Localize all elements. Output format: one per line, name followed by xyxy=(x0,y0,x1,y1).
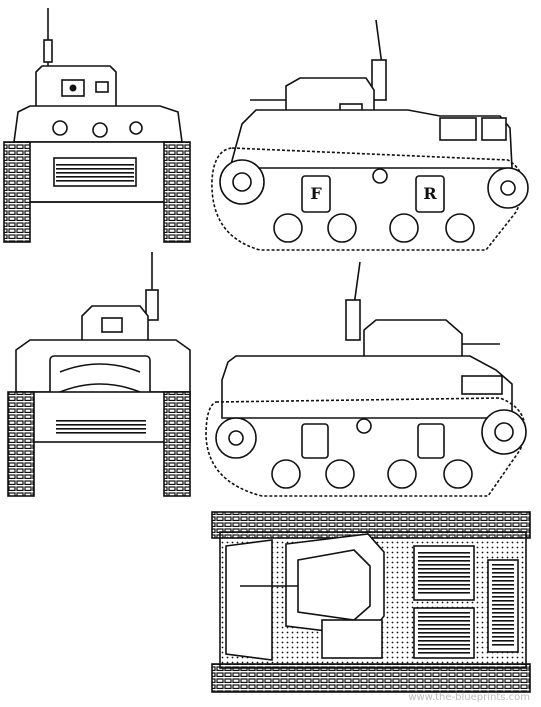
side-right-rear-bogie xyxy=(417,423,445,459)
top-engine-grille-2-slats xyxy=(418,612,470,654)
top-turret xyxy=(285,533,385,637)
side-right-road-wheel-3 xyxy=(387,459,417,489)
side-right-track xyxy=(205,397,526,497)
front-hub xyxy=(129,121,143,135)
front-headlight-right xyxy=(92,122,108,138)
rear-grille xyxy=(56,418,146,436)
side-left-stowage-box xyxy=(481,117,507,141)
front-antenna-base xyxy=(43,39,53,63)
rear-view xyxy=(7,252,191,497)
top-driver-hatch xyxy=(321,619,383,659)
side-view-left: F R xyxy=(211,19,529,251)
front-track-left xyxy=(3,141,31,243)
rear-bogie-marking: R xyxy=(423,184,437,203)
front-view xyxy=(3,8,191,243)
top-view xyxy=(211,511,531,693)
rear-antenna-mount xyxy=(145,289,159,321)
front-gun-muzzle xyxy=(69,84,77,92)
rear-exhaust-pipes xyxy=(59,363,141,393)
top-engine-grille-1-slats xyxy=(418,550,470,596)
side-right-hull-hub xyxy=(356,418,372,434)
top-glacis xyxy=(225,539,273,661)
side-left-antenna-mount xyxy=(371,59,387,101)
side-right-idler-hub xyxy=(228,430,244,446)
side-right-road-wheel-4 xyxy=(443,459,473,489)
front-headlight-left xyxy=(52,120,68,136)
side-right-front-bogie xyxy=(301,423,329,459)
side-right-road-wheel-1 xyxy=(271,459,301,489)
front-radiator-slats xyxy=(56,162,134,182)
side-right-road-wheel-2 xyxy=(325,459,355,489)
side-left-engine-deck xyxy=(439,117,477,141)
side-view-right xyxy=(205,261,527,497)
top-rear-plate-slats xyxy=(492,564,514,648)
side-left-rear-bogie xyxy=(415,175,445,213)
watermark: www.the-blueprints.com xyxy=(408,692,530,703)
side-left-road-wheel-2 xyxy=(327,213,357,243)
rear-track-left xyxy=(7,391,35,497)
side-right-fender-box xyxy=(461,375,503,395)
front-vision-port xyxy=(95,81,109,93)
side-left-sprocket-hub xyxy=(232,172,252,192)
side-left-road-wheel-4 xyxy=(445,213,475,243)
front-track-right xyxy=(163,141,191,243)
rear-turret-hatch xyxy=(101,317,123,333)
side-left-idler-hub xyxy=(500,180,516,196)
front-bogie-marking: F xyxy=(310,184,322,203)
side-right-antenna-mount xyxy=(345,299,361,341)
side-left-road-wheel-1 xyxy=(273,213,303,243)
side-left-hull-hub xyxy=(372,168,388,184)
rear-track-right xyxy=(163,391,191,497)
side-left-front-bogie xyxy=(301,175,331,213)
side-right-sprocket-hub xyxy=(494,422,514,442)
side-right-hull xyxy=(221,355,513,419)
side-left-road-wheel-3 xyxy=(389,213,419,243)
top-turret-hatch xyxy=(297,549,371,621)
